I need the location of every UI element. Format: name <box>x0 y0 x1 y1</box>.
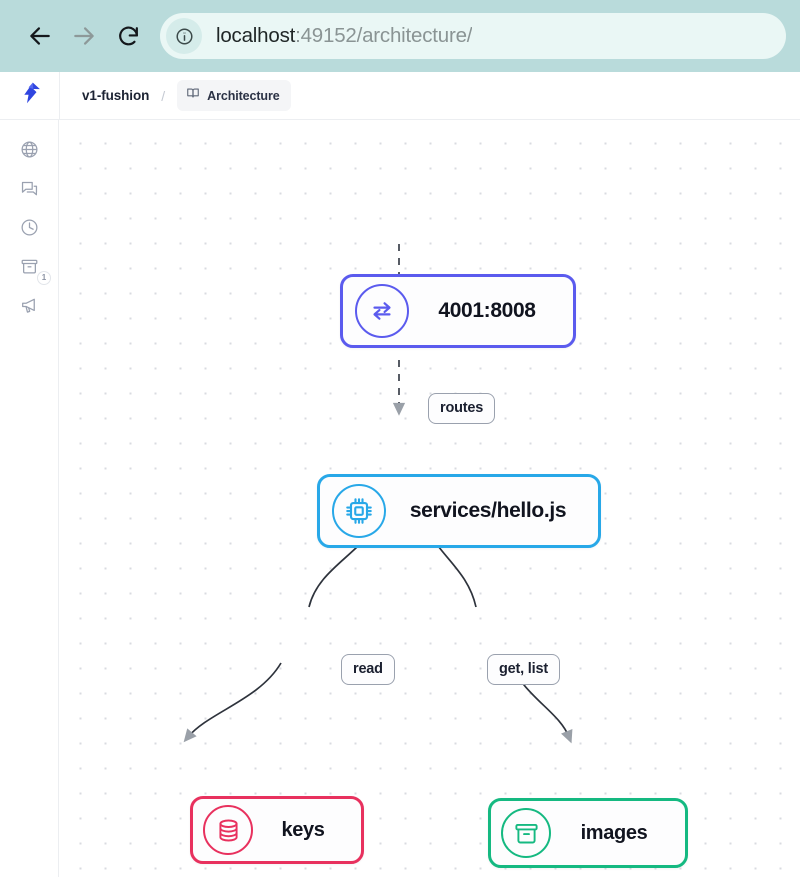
app-topbar: v1-fushion / Architecture <box>0 71 800 120</box>
app-body: 1 <box>0 120 800 877</box>
url-text[interactable]: localhost:49152/architecture/ <box>216 24 472 48</box>
clock-icon <box>20 218 39 242</box>
breadcrumb-page-architecture[interactable]: Architecture <box>177 80 291 111</box>
bucket-icon <box>20 257 39 281</box>
arrow-right-icon <box>71 23 97 49</box>
node-keys[interactable]: keys <box>190 796 364 864</box>
app-window: v1-fushion / Architecture <box>0 71 800 877</box>
chat-bubble-icon <box>20 179 39 203</box>
architecture-canvas[interactable]: 4001:8008 services/hello.js <box>59 120 800 877</box>
app-logo-icon <box>17 80 43 111</box>
sidebar-item-megaphone[interactable] <box>12 296 46 320</box>
forward-button[interactable] <box>62 14 106 58</box>
app-logo-button[interactable] <box>0 72 59 120</box>
reload-button[interactable] <box>106 14 150 58</box>
url-path: :49152/architecture/ <box>295 24 473 47</box>
node-gateway[interactable]: 4001:8008 <box>340 274 576 348</box>
edge-read-tail <box>183 662 282 743</box>
node-service[interactable]: services/hello.js <box>317 474 601 548</box>
edge-label-routes[interactable]: routes <box>428 393 496 424</box>
sidebar: 1 <box>0 120 59 877</box>
globe-icon <box>20 140 39 164</box>
megaphone-icon <box>20 296 39 320</box>
browser-toolbar: localhost:49152/architecture/ <box>0 0 800 72</box>
breadcrumb: v1-fushion / Architecture <box>59 71 291 120</box>
database-icon <box>203 805 253 855</box>
breadcrumb-project[interactable]: v1-fushion <box>82 88 150 103</box>
cpu-chip-icon <box>332 484 386 538</box>
node-gateway-label: 4001:8008 <box>438 299 536 322</box>
bucket-icon <box>501 808 551 858</box>
edge-label-read[interactable]: read <box>341 654 395 685</box>
node-images-label: images <box>580 821 648 844</box>
breadcrumb-page-label: Architecture <box>207 88 280 103</box>
sidebar-item-globe[interactable] <box>12 140 46 164</box>
url-host: localhost <box>216 24 296 47</box>
sidebar-item-chat[interactable] <box>12 179 46 203</box>
back-button[interactable] <box>18 14 62 58</box>
exchange-arrows-icon <box>355 284 409 338</box>
node-images[interactable]: images <box>488 798 688 868</box>
node-keys-label: keys <box>281 818 325 841</box>
arrow-left-icon <box>27 23 53 49</box>
address-bar[interactable]: localhost:49152/architecture/ <box>160 13 786 59</box>
sidebar-item-clock[interactable] <box>12 218 46 242</box>
info-circle-icon[interactable] <box>166 18 202 54</box>
reload-icon <box>116 24 141 49</box>
node-service-label: services/hello.js <box>409 499 567 522</box>
sidebar-item-bucket[interactable]: 1 <box>12 257 51 285</box>
edge-label-get-list[interactable]: get, list <box>487 654 560 685</box>
breadcrumb-separator: / <box>161 87 166 104</box>
sidebar-badge-count: 1 <box>37 271 51 285</box>
book-icon <box>186 86 200 105</box>
